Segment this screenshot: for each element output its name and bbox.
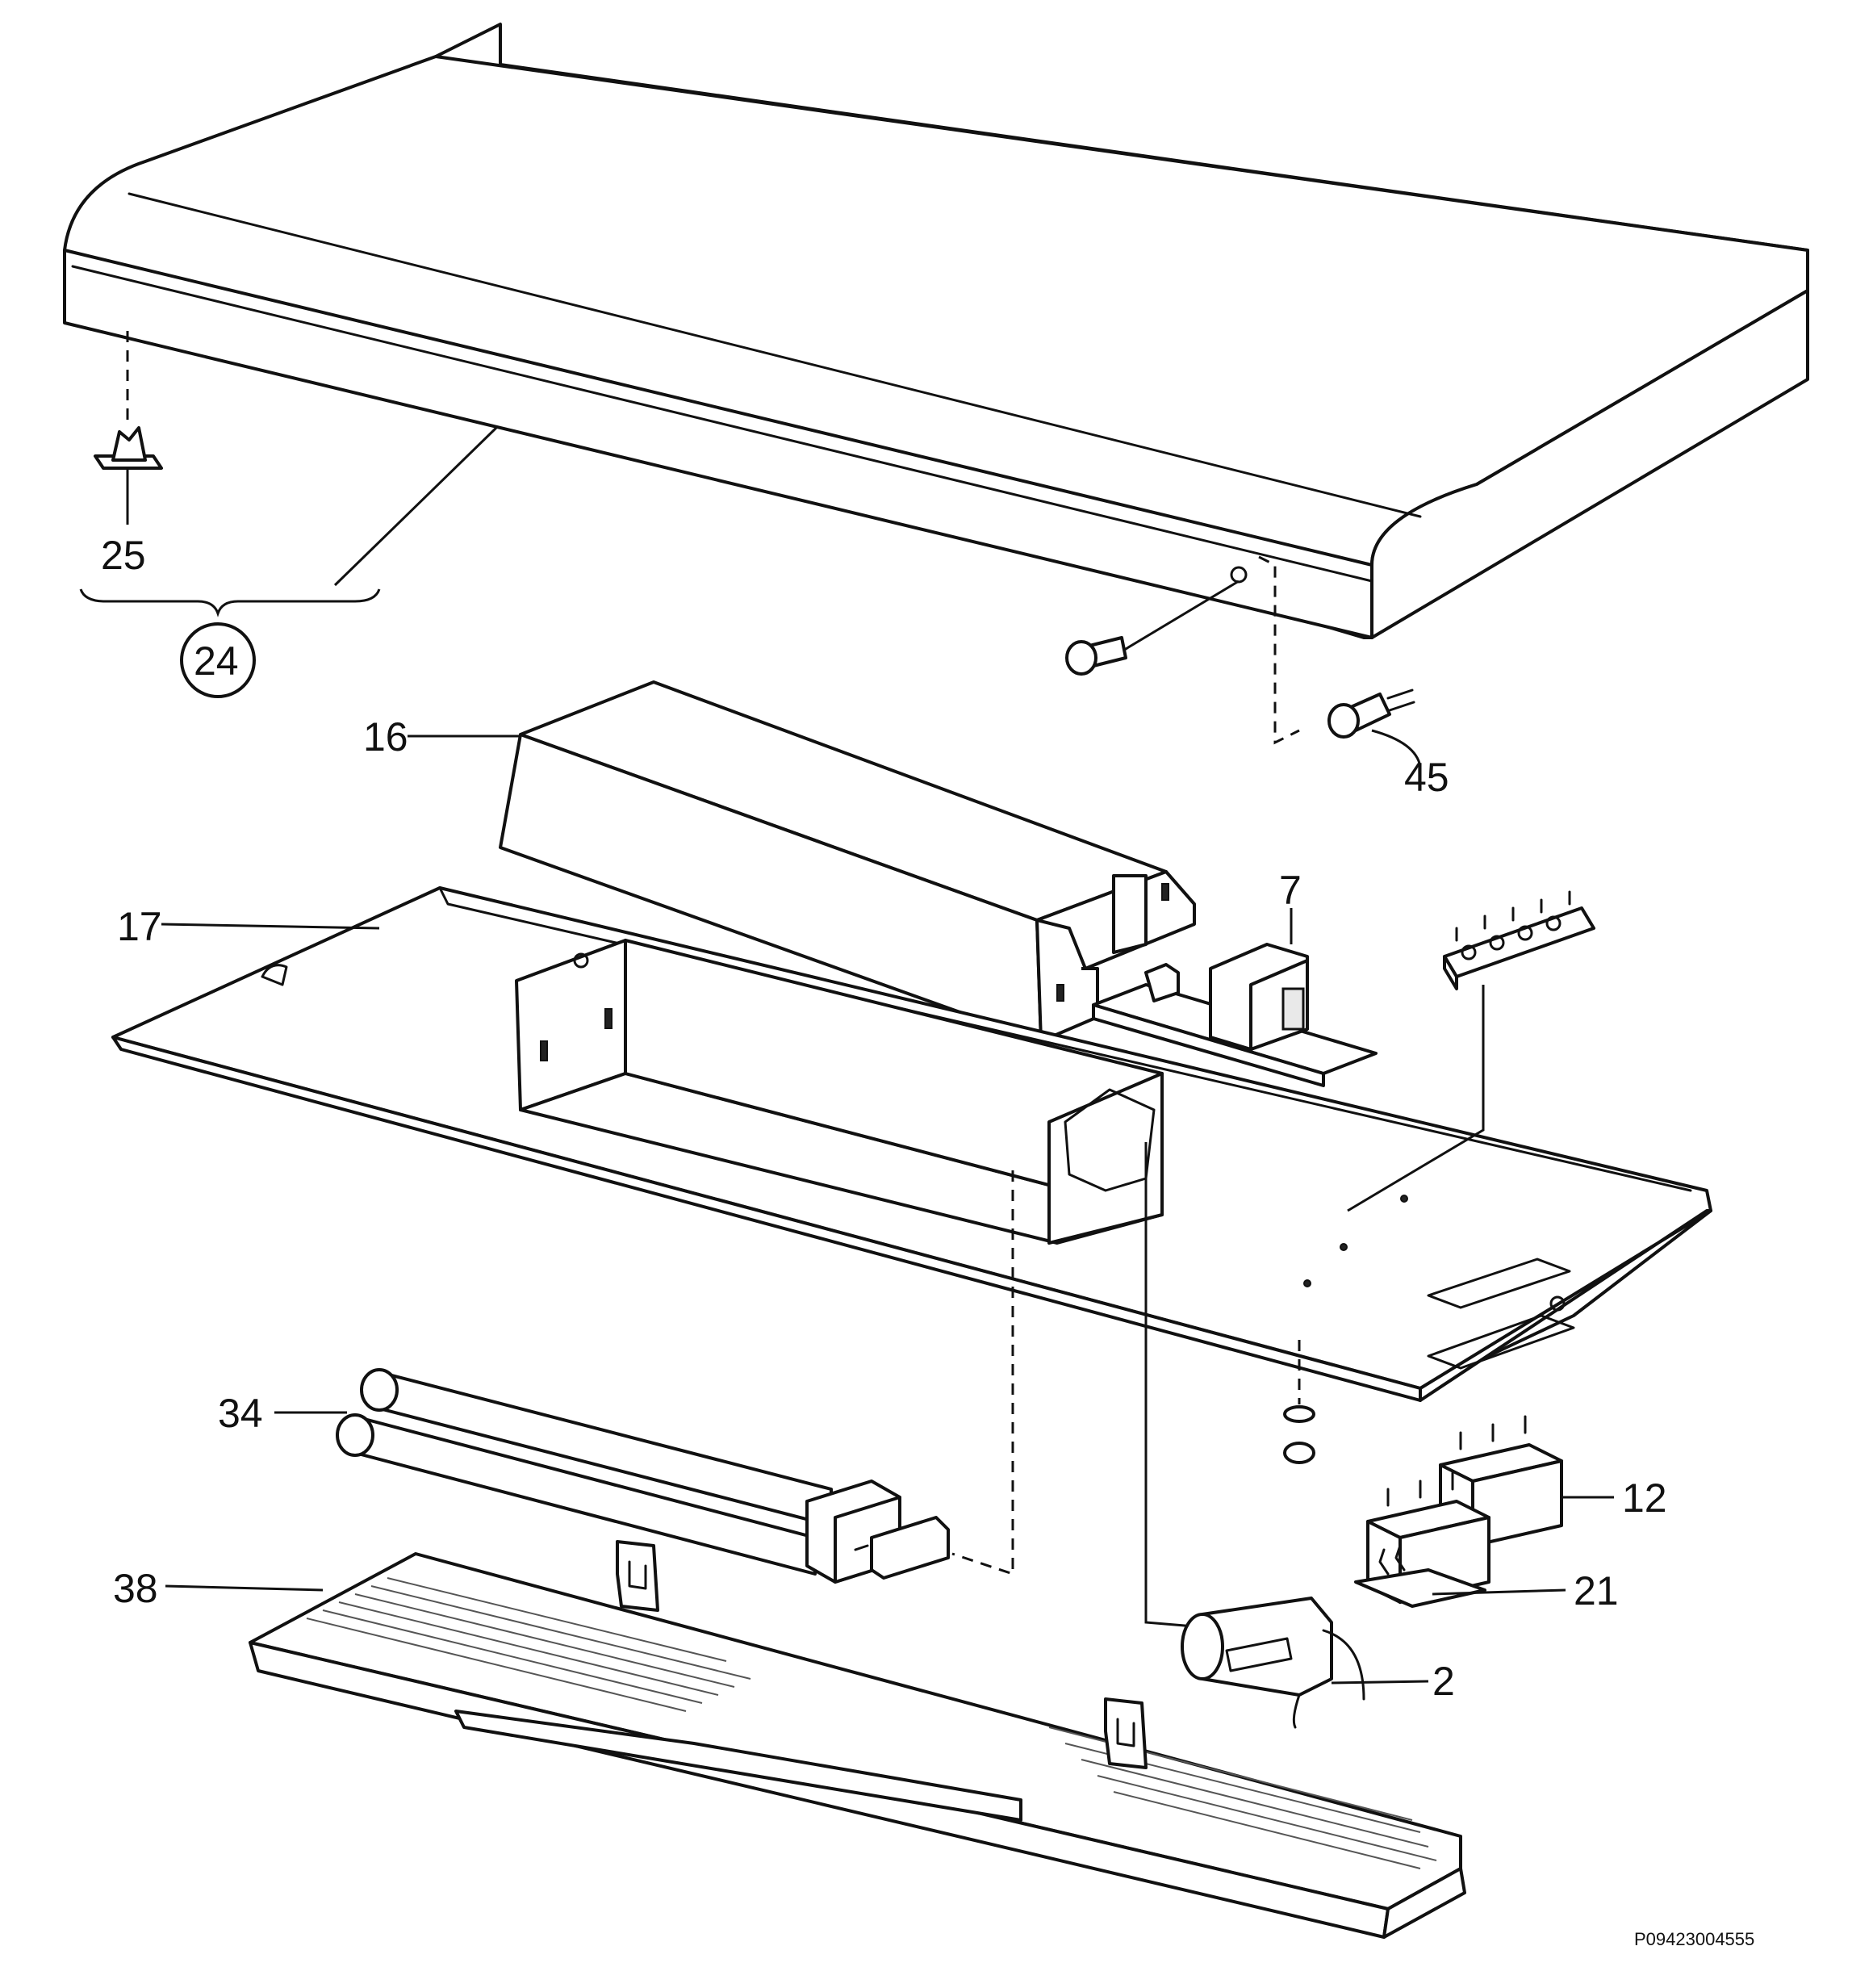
part-21-leader	[1432, 1588, 1566, 1596]
part-2-lamp-holder	[1144, 1142, 1365, 1729]
part-17-base-plate	[111, 886, 1712, 1402]
callout-21: 21	[1574, 1568, 1619, 1613]
callout-24: 24	[194, 638, 239, 684]
lamp-guide-line	[951, 1170, 1014, 1576]
washer-nut	[1283, 1340, 1315, 1464]
callout-16: 16	[363, 714, 408, 760]
hood-housing	[63, 23, 1809, 639]
callout-25: 25	[101, 533, 146, 578]
part-25-clip	[94, 331, 163, 525]
part-7-capacitor-board	[1092, 943, 1378, 1087]
callout-34: 34	[218, 1391, 263, 1436]
part-21-switch	[1354, 1471, 1490, 1608]
callout-12: 12	[1622, 1475, 1667, 1521]
callout-38: 38	[113, 1566, 158, 1611]
callout-2: 2	[1432, 1659, 1455, 1704]
part-38-diffuser	[249, 1540, 1466, 1939]
terminal-block	[1347, 890, 1595, 1212]
callout-24-circle	[180, 622, 256, 698]
part-17-leader	[161, 923, 380, 930]
reference-code: P09423004555	[1634, 1929, 1754, 1949]
part-38-leader	[165, 1584, 324, 1592]
callout-45: 45	[1404, 755, 1449, 800]
indicator-lens	[1065, 580, 1240, 676]
part-45-lamp	[1258, 555, 1422, 768]
part-24-leader	[333, 426, 498, 587]
part-24-bracket	[79, 588, 381, 617]
diffuser-hatching	[306, 1577, 1437, 1869]
callout-7: 7	[1279, 868, 1302, 913]
part-2-leader	[1331, 1680, 1429, 1685]
callout-17: 17	[117, 904, 162, 949]
part-34-tube-lamp	[336, 1368, 950, 1584]
part-16-ballast-cover	[499, 680, 1196, 1043]
